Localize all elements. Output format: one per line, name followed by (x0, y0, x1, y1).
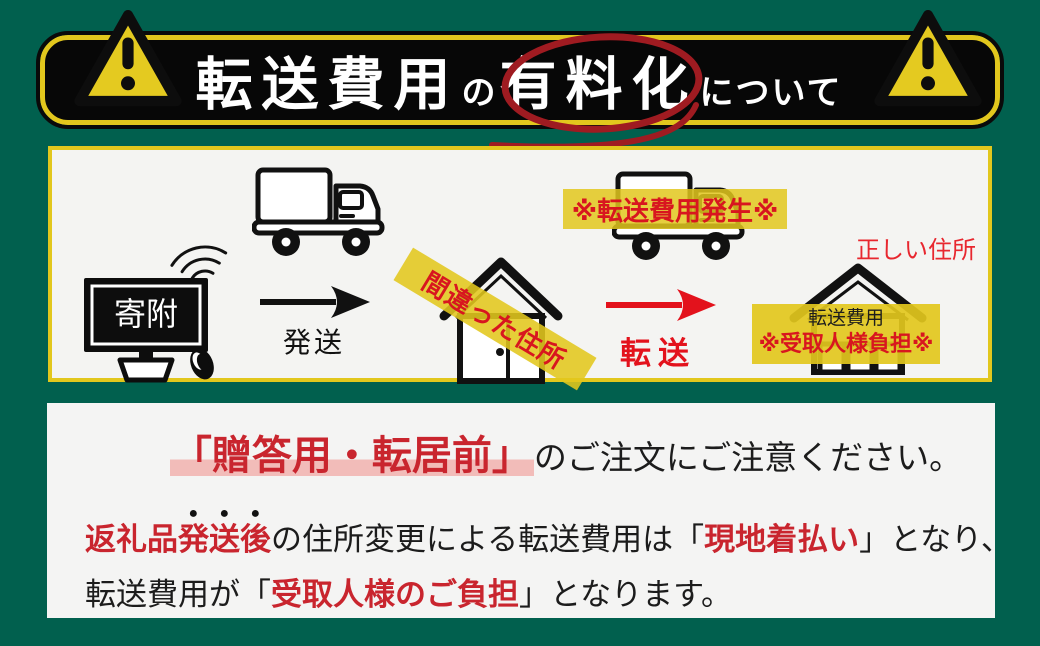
title-particle-2: について (699, 74, 843, 112)
warning-triangle-icon (874, 10, 982, 107)
notice-red-after-shipping: 発送後 (178, 522, 271, 557)
notice-black-2: 」となり、 (859, 522, 1012, 557)
donation-monitor-icon: 寄附 (84, 245, 228, 383)
notice-body-line-2: 転送費用が「受取人様のご負担」となります。 (85, 567, 995, 622)
notice-black-4: 」となります。 (519, 577, 732, 613)
notice-body: 返礼品発送後の住所変更による転送費用は「現地着払い」となり、 転送費用が「受取人… (85, 505, 1012, 622)
fee-box-burden-label: ※受取人様負担※ (758, 330, 934, 356)
title-main-1: 転送費用 (195, 53, 460, 117)
transfer-fee-alert-banner: ※転送費用発生※ (563, 189, 787, 229)
page-title: 転送費用 の 有料化 について (196, 39, 845, 121)
title-main-2: 有料化 (499, 53, 698, 117)
notice-red-cod: 現地着払い (704, 522, 860, 557)
header-banner: 転送費用 の 有料化 について (36, 31, 1004, 129)
flow-diagram-panel: 寄附 発送 間違った住所 転送 (48, 146, 992, 391)
title-particle-1: の (461, 74, 498, 112)
recipient-burden-box: 転送費用 ※受取人様負担※ (752, 304, 940, 364)
warning-triangle-icon (74, 10, 182, 107)
notice-headline-emphasis: 「贈答用・転居前」 (169, 434, 534, 478)
wifi-waves-icon (170, 245, 228, 280)
shipping-label: 発送 (283, 327, 346, 358)
donation-label: 寄附 (114, 296, 178, 332)
notice-black-3: 転送費用が「 (85, 577, 271, 613)
transfer-arrow-icon (606, 289, 716, 321)
notice-red-returns: 返礼品 (85, 522, 178, 557)
notice-black-1: の住所変更による転送費用は「 (271, 522, 705, 557)
fee-box-title: 転送費用 (807, 308, 884, 329)
mouse-icon (190, 348, 214, 380)
notice-headline-rest: のご注文にご注意ください。 (533, 439, 963, 476)
notice-red-recipient-burden: 受取人様のご負担 (271, 577, 519, 613)
shipping-arrow-icon (260, 286, 370, 318)
transfer-fee-alert-label: ※転送費用発生※ (571, 195, 779, 226)
correct-address-label: 正しい住所 (856, 237, 976, 264)
transfer-label: 転送 (620, 336, 696, 371)
delivery-truck-icon (252, 167, 385, 256)
notice-body-line-1: 返礼品発送後の住所変更による転送費用は「現地着払い」となり、 (85, 505, 1012, 567)
notice-panel: 「贈答用・転居前」のご注文にご注意ください。 返礼品発送後の住所変更による転送費… (47, 403, 1012, 618)
notice-headline: 「贈答用・転居前」のご注文にご注意ください。 (47, 423, 995, 481)
